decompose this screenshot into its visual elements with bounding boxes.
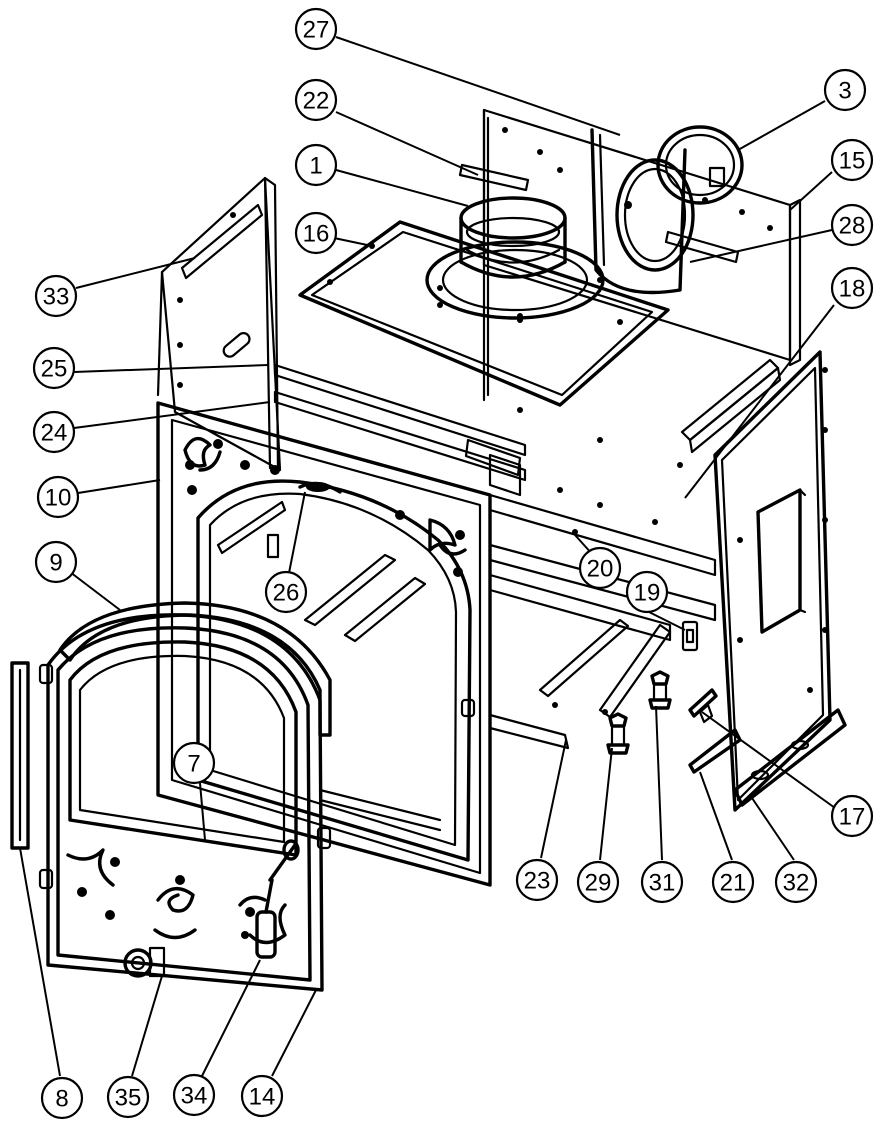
callout-29: 29 <box>576 860 620 904</box>
callout-1: 1 <box>294 143 338 187</box>
callout-24: 24 <box>32 410 76 454</box>
callout-label: 29 <box>585 870 612 897</box>
left-side-panel <box>156 176 282 472</box>
callout-label: 18 <box>839 276 866 303</box>
callout-25: 25 <box>32 346 76 390</box>
callout-label: 17 <box>839 804 866 831</box>
callout-label: 22 <box>303 88 330 115</box>
callout-label: 14 <box>249 1084 276 1111</box>
callout-label: 34 <box>181 1083 208 1110</box>
callout-9: 9 <box>34 540 78 584</box>
callout-17: 17 <box>830 794 874 838</box>
callout-28: 28 <box>830 203 874 247</box>
callout-16: 16 <box>294 211 338 255</box>
callout-20: 20 <box>578 546 622 590</box>
callout-label: 3 <box>838 78 851 105</box>
callout-31: 31 <box>640 860 684 904</box>
callout-label: 24 <box>41 420 68 447</box>
callout-label: 23 <box>524 868 551 895</box>
callout-label: 15 <box>839 148 866 175</box>
small-parts <box>606 620 742 774</box>
callout-33: 33 <box>34 274 78 318</box>
brackets-upper <box>458 163 740 264</box>
callout-label: 10 <box>45 485 72 512</box>
leader-lines <box>19 36 836 1077</box>
callout-label: 26 <box>273 580 300 607</box>
right-side-panel <box>680 350 847 812</box>
gasket-strip <box>10 661 30 850</box>
callout-label: 19 <box>634 580 661 607</box>
callout-label: 28 <box>839 213 866 240</box>
callout-26: 26 <box>264 570 308 614</box>
callout-18: 18 <box>830 266 874 310</box>
callout-label: 35 <box>115 1085 142 1112</box>
callout-3: 3 <box>823 68 867 112</box>
callout-label: 1 <box>309 153 322 180</box>
rear-panel <box>482 108 792 468</box>
callout-label: 33 <box>43 284 70 311</box>
interior-parts <box>216 487 717 832</box>
top-plate <box>298 196 670 407</box>
callout-label: 9 <box>49 550 62 577</box>
callout-label: 25 <box>41 356 68 383</box>
callout-label: 21 <box>720 870 747 897</box>
callout-label: 7 <box>187 751 200 778</box>
callout-label: 31 <box>649 870 676 897</box>
rear-flue-collar <box>590 125 744 295</box>
callout-label: 32 <box>783 870 810 897</box>
callout-8: 8 <box>40 1076 84 1120</box>
callout-15: 15 <box>830 138 874 182</box>
callout-label: 8 <box>55 1086 68 1113</box>
callout-19: 19 <box>625 570 669 614</box>
rear-right-flange <box>788 198 802 367</box>
strips-24-25 <box>273 363 527 497</box>
callout-21: 21 <box>711 860 755 904</box>
callout-32: 32 <box>774 860 818 904</box>
front-door <box>38 601 332 992</box>
callout-7: 7 <box>172 741 216 785</box>
callout-label: 16 <box>303 221 330 248</box>
callout-23: 23 <box>515 858 559 902</box>
callout-27: 27 <box>294 7 338 51</box>
callout-22: 22 <box>294 78 338 122</box>
front-frame <box>156 401 492 887</box>
callout-label: 27 <box>303 17 330 44</box>
callout-label: 20 <box>587 556 614 583</box>
callout-10: 10 <box>36 475 80 519</box>
callout-14: 14 <box>240 1074 284 1118</box>
callout-34: 34 <box>172 1073 216 1117</box>
callout-35: 35 <box>106 1075 150 1119</box>
